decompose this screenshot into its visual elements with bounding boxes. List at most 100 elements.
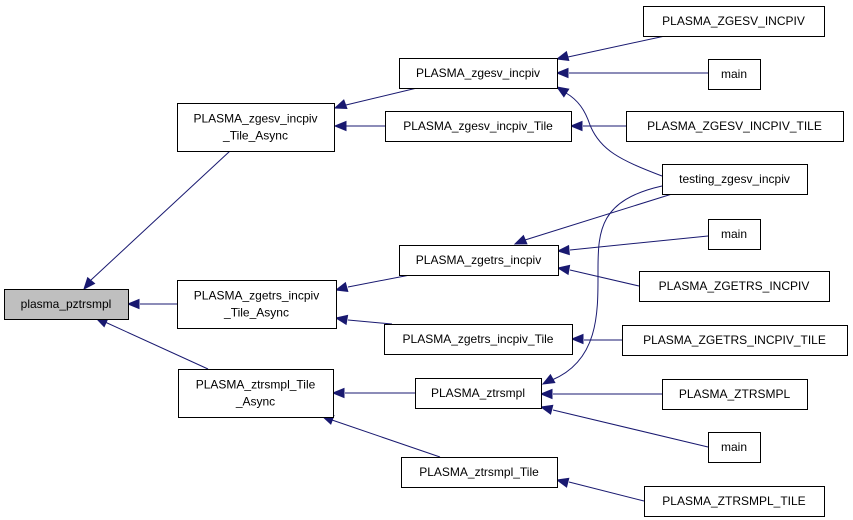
edge-PLASMA_zgesv_incpiv-to-PLASMA_zgesv_incpiv_Tile_Async (333, 87, 418, 109)
node-plasma-zgetrs-incpiv-tile-async[interactable]: PLASMA_zgetrs_incpiv_Tile_Async (177, 280, 337, 329)
node-box[interactable] (639, 271, 830, 302)
node-plasma-ztrsmpl[interactable]: PLASMA_ZTRSMPL (662, 379, 808, 410)
node-label: PLASMA_ztrsmpl_Tile (196, 378, 316, 392)
node-label: _Tile_Async (222, 129, 288, 143)
node-plasma-zgesv-incpiv[interactable]: PLASMA_zgesv_incpiv (399, 58, 558, 89)
node-box[interactable] (622, 325, 848, 356)
edge-line (524, 193, 673, 241)
node-plasma-zgesv-incpiv-tile-async[interactable]: PLASMA_zgesv_incpiv _Tile_Async (177, 103, 335, 152)
node-label: main (721, 227, 747, 241)
node-box[interactable] (399, 245, 559, 276)
edge-PLASMA_ZGETRS_INCPIV-to-PLASMA_zgetrs_incpiv (556, 264, 640, 287)
arrowhead-icon (555, 477, 570, 488)
node-label: main (721, 67, 747, 81)
node-label: PLASMA_zgetrs_incpiv_Tile (403, 332, 554, 346)
edge-PLASMA_ZGESV_INCPIV-to-PLASMA_zgesv_incpiv (555, 35, 666, 62)
edge-line (568, 481, 645, 502)
arrowhead-icon (83, 276, 96, 291)
arrowhead-icon (555, 67, 569, 79)
node-box[interactable] (644, 486, 825, 517)
edge-main_2-to-PLASMA_zgetrs_incpiv (556, 235, 709, 256)
edge-PLASMA_ztrsmpl_Tile-to-PLASMA_ztrsmpl_Tile_Async (320, 415, 441, 458)
node-label: PLASMA_ztrsmpl (431, 386, 525, 400)
node-box[interactable] (385, 111, 572, 142)
arrowhead-icon (334, 314, 349, 326)
edge-line (552, 409, 709, 448)
node-label: plasma_pztrsmpl (21, 297, 112, 311)
node-label: PLASMA_ZGESV_INCPIV_TILE (647, 119, 822, 133)
arrowhead-icon (556, 264, 571, 276)
edge-line (104, 321, 209, 370)
arrowhead-icon (556, 244, 570, 256)
edge-line (565, 92, 663, 177)
arrowhead-icon (570, 333, 584, 345)
edge-line (569, 235, 709, 251)
node-testing-zgesv-incpiv[interactable]: testing_zgesv_incpiv (662, 164, 808, 195)
edge-line (347, 319, 393, 325)
edge-PLASMA_ZGESV_INCPIV_TILE-to-PLASMA_zgesv_incpiv_Tile (569, 120, 626, 132)
arrowhead-icon (333, 99, 348, 109)
node-plasma-zgetrs-incpiv-tile[interactable]: PLASMA_ZGETRS_INCPIV_TILE (622, 325, 848, 356)
node-label: PLASMA_ZTRSMPL_TILE (662, 494, 805, 508)
node-plasma-ztrsmpl-tile-async[interactable]: PLASMA_ztrsmpl_Tile _Async (178, 369, 334, 418)
edge-testing_zgesv_incpiv-to-PLASMA_zgetrs_incpiv (513, 193, 673, 245)
arrowhead-icon (555, 50, 570, 62)
node-box[interactable] (178, 369, 334, 418)
edge-main_3-to-PLASMA_ztrsmpl (539, 404, 709, 448)
node-plasma-ztrsmpl-tile[interactable]: PLASMA_ZTRSMPL_TILE (644, 486, 825, 517)
node-plasma-zgetrs-incpiv[interactable]: PLASMA_zgetrs_incpiv (399, 245, 559, 276)
node-box[interactable] (177, 280, 337, 329)
node-box[interactable] (662, 379, 808, 410)
node-label: _Async (235, 395, 275, 409)
edge-line (567, 35, 666, 58)
node-box[interactable] (415, 378, 542, 409)
node-plasma-zgesv-incpiv-tile[interactable]: PLASMA_ZGESV_INCPIV_TILE (626, 111, 844, 142)
edges-layer (83, 35, 709, 502)
node-label: PLASMA_zgesv_incpiv (193, 112, 317, 126)
node-plasma-ztrsmpl[interactable]: PLASMA_ztrsmpl (415, 378, 542, 409)
node-box[interactable] (626, 111, 844, 142)
node-box[interactable] (662, 164, 808, 195)
node-label: main (721, 440, 747, 454)
node-box[interactable] (384, 324, 573, 355)
node-label: PLASMA_zgesv_incpiv_Tile (403, 119, 553, 133)
nodes-layer: plasma_pztrsmplPLASMA_zgesv_incpiv_Tile_… (4, 6, 848, 517)
node-box[interactable] (401, 457, 558, 488)
edge-PLASMA_zgesv_incpiv_Tile-to-PLASMA_zgesv_incpiv_Tile_Async (333, 120, 385, 132)
node-main-3[interactable]: main (708, 432, 761, 463)
node-plasma-zgesv-incpiv-tile[interactable]: PLASMA_zgesv_incpiv_Tile (385, 111, 572, 142)
node-box[interactable] (708, 59, 761, 90)
arrowhead-icon (333, 120, 347, 132)
node-plasma-zgetrs-incpiv[interactable]: PLASMA_ZGETRS_INCPIV (639, 271, 830, 302)
edge-line (551, 185, 663, 381)
node-label: PLASMA_ZGESV_INCPIV (662, 14, 805, 28)
node-label: PLASMA_ztrsmpl_Tile (419, 465, 539, 479)
node-box[interactable] (708, 219, 761, 250)
node-label: PLASMA_ZGETRS_INCPIV (659, 279, 810, 293)
edge-line (347, 274, 411, 288)
node-label: PLASMA_zgesv_incpiv (416, 66, 540, 80)
node-main-2[interactable]: main (708, 219, 761, 250)
node-box[interactable] (708, 432, 761, 463)
edge-PLASMA_zgesv_incpiv_Tile_Async-to-plasma_pztrsmpl (83, 150, 231, 291)
edge-line (345, 87, 418, 106)
arrowhead-icon (539, 388, 553, 400)
arrowhead-icon (513, 234, 528, 245)
node-label: PLASMA_zgetrs_incpiv (194, 289, 319, 303)
arrowhead-icon (555, 86, 570, 98)
edge-PLASMA_ZGETRS_INCPIV_TILE-to-PLASMA_zgetrs_incpiv_Tile (570, 333, 622, 345)
node-plasma-pztrsmpl[interactable]: plasma_pztrsmpl (4, 289, 129, 320)
node-plasma-zgetrs-incpiv-tile[interactable]: PLASMA_zgetrs_incpiv_Tile (384, 324, 573, 355)
node-box[interactable] (643, 6, 825, 37)
node-label: PLASMA_ZGETRS_INCPIV_TILE (643, 333, 826, 347)
node-box[interactable] (399, 58, 558, 89)
arrowhead-icon (539, 404, 554, 415)
edge-testing_zgesv_incpiv-to-PLASMA_zgesv_incpiv (555, 86, 663, 177)
edge-PLASMA_ztrsmpl_Tile_Async-to-plasma_pztrsmpl (94, 317, 209, 370)
node-main-1[interactable]: main (708, 59, 761, 90)
arrowhead-icon (541, 373, 556, 385)
node-plasma-zgesv-incpiv[interactable]: PLASMA_ZGESV_INCPIV (643, 6, 825, 37)
node-box[interactable] (4, 289, 129, 320)
node-plasma-ztrsmpl-tile[interactable]: PLASMA_ztrsmpl_Tile (401, 457, 558, 488)
node-box[interactable] (177, 103, 335, 152)
